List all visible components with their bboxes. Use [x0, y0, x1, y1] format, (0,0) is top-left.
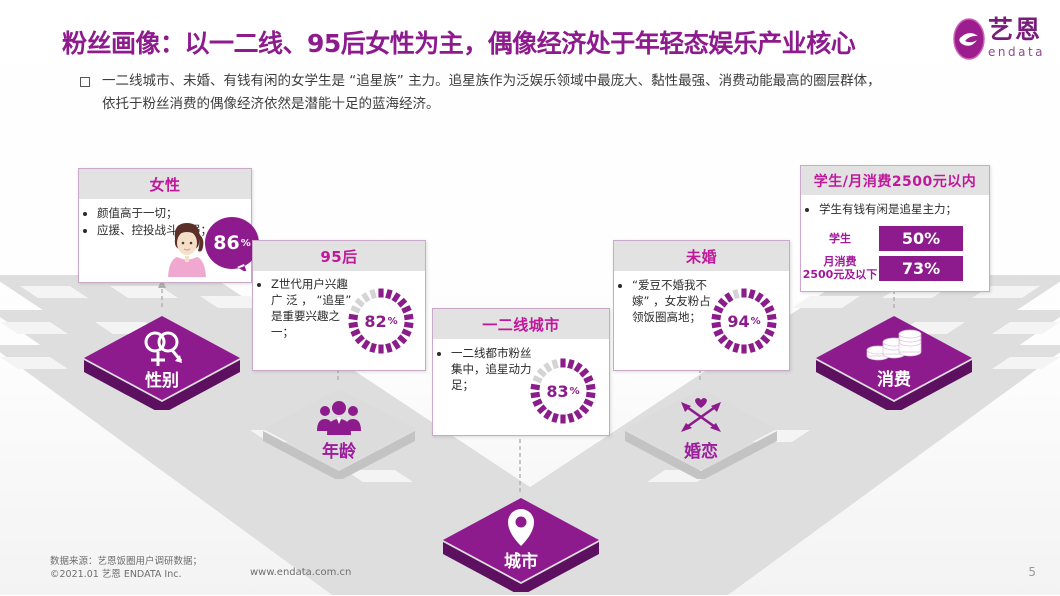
- page-number: 5: [1028, 565, 1036, 579]
- card-city: 一二线城市 一二线都市粉丝集中，追星动力足； 83%: [432, 308, 610, 436]
- card-city-bullets: 一二线都市粉丝集中，追星动力足；: [433, 339, 609, 398]
- card-post95-body: Z世代用户兴趣 广 泛 ， “追星” 是重要兴趣之一； 82%: [253, 271, 425, 370]
- female-avatar-icon: [168, 223, 206, 277]
- spend-row-monthly-label-line2: 2500元及以下: [802, 268, 878, 281]
- gender-symbols-icon: [144, 331, 183, 366]
- footer-source-line2: ©2021.01 艺恩 ENDATA Inc.: [50, 569, 182, 580]
- card-post95-bullets: Z世代用户兴趣 广 泛 ， “追星” 是重要兴趣之一；: [253, 271, 425, 345]
- footer-source-line1: 数据来源：艺恩饭圈用户调研数据；: [50, 556, 203, 567]
- list-item: “爱豆不婚我不嫁” ，女友粉占领饭圈高地；: [632, 277, 718, 325]
- map-pin-icon: [508, 509, 534, 546]
- single-donut-chart: 94%: [708, 285, 780, 357]
- spend-row-monthly-value: 73%: [879, 255, 963, 281]
- node-marriage[interactable]: 婚恋: [620, 383, 782, 481]
- card-single-title: 未婚: [614, 241, 789, 271]
- female-percent-badge: [204, 217, 259, 271]
- city-donut-chart: 83%: [527, 355, 599, 427]
- post95-metric-value: 82: [364, 311, 387, 331]
- card-post95-title: 95后: [253, 241, 425, 271]
- card-spend: 学生/月消费2500元以内 学生有钱有闲是追星主力； 学生 50% 月消费 25…: [800, 165, 990, 292]
- card-single-bullets: “爱豆不婚我不嫁” ，女友粉占领饭圈高地；: [614, 271, 789, 330]
- card-post95: 95后 Z世代用户兴趣 广 泛 ， “追星” 是重要兴趣之一； 82%: [252, 240, 426, 371]
- list-item: 学生有钱有闲是追星主力；: [819, 201, 981, 217]
- node-marriage-label: 婚恋: [684, 442, 718, 462]
- card-spend-title: 学生/月消费2500元以内: [801, 166, 989, 195]
- node-age-label: 年龄: [322, 442, 356, 462]
- post95-metric-unit: %: [387, 315, 398, 327]
- endata-logo-icon: [953, 18, 985, 60]
- people-group-icon: [317, 401, 361, 435]
- logo-text: 艺恩: [988, 15, 1043, 44]
- node-consume-label: 消费: [877, 370, 911, 390]
- brand-logo: 艺恩 endata: [952, 16, 1052, 68]
- cupid-arrows-icon: [681, 398, 721, 432]
- node-gender-label: 性别: [145, 371, 179, 391]
- card-city-body: 一二线都市粉丝集中，追星动力足； 83%: [433, 339, 609, 435]
- city-metric-unit: %: [569, 385, 580, 397]
- spend-row-monthly: 月消费 2500元及以下 73%: [801, 255, 989, 281]
- card-city-title: 一二线城市: [433, 309, 609, 339]
- female-percent-label: 86%: [203, 215, 261, 271]
- single-metric-value: 94: [727, 311, 750, 331]
- spend-row-student-label: 学生: [829, 232, 851, 245]
- spend-row-monthly-label-line1: 月消费: [823, 255, 857, 268]
- coin-stacks-icon: [866, 329, 922, 361]
- subtitle-text: 一二线城市、未婚、有钱有闲的女学生是 “追星族” 主力。追星族作为泛娱乐领域中最…: [102, 70, 881, 116]
- node-city-label: 城市: [504, 552, 538, 572]
- node-city[interactable]: 城市: [437, 492, 605, 596]
- post95-donut-segments: [348, 288, 414, 354]
- node-gender-plate: [84, 316, 240, 414]
- node-gender[interactable]: 性别: [78, 310, 246, 414]
- female-metric-value: 86: [213, 232, 240, 254]
- logo-subtext: endata: [988, 45, 1046, 59]
- city-metric-value: 83: [546, 381, 569, 401]
- subtitle-line-2: 依托于粉丝消费的偶像经济依然是潜能十足的蓝海经济。: [102, 96, 440, 112]
- list-item: Z世代用户兴趣 广 泛 ， “追星” 是重要兴趣之一；: [271, 276, 357, 340]
- spend-row-student: 学生 50%: [801, 226, 989, 251]
- spend-row-monthly-label: 月消费 2500元及以下: [801, 255, 879, 281]
- female-metric-unit: %: [240, 237, 251, 249]
- card-female: 女性 颜值高于一切； 应援、控投战斗力强； 86%: [78, 168, 259, 283]
- page-title: 粉丝画像：以一二线、95后女性为主，偶像经济处于年轻态娱乐产业核心: [62, 29, 856, 58]
- spend-row-student-value: 50%: [879, 226, 963, 251]
- post95-donut-chart: 82%: [345, 285, 417, 357]
- card-spend-bullets: 学生有钱有闲是追星主力；: [801, 195, 989, 222]
- card-single: 未婚 “爱豆不婚我不嫁” ，女友粉占领饭圈高地； 94%: [613, 240, 790, 371]
- card-female-body: 颜值高于一切； 应援、控投战斗力强； 86%: [79, 199, 259, 282]
- city-donut-segments: [530, 358, 596, 424]
- node-marriage-plate: [625, 389, 777, 481]
- node-consume[interactable]: 消费: [810, 310, 978, 414]
- card-single-body: “爱豆不婚我不嫁” ，女友粉占领饭圈高地； 94%: [614, 271, 789, 370]
- bullet-square-icon: [80, 77, 90, 87]
- card-spend-body: 学生有钱有闲是追星主力； 学生 50% 月消费 2500元及以下 73%: [801, 195, 989, 291]
- list-item: 一二线都市粉丝集中，追星动力足；: [451, 345, 537, 393]
- subtitle-block: 一二线城市、未婚、有钱有闲的女学生是 “追星族” 主力。追星族作为泛娱乐领域中最…: [80, 70, 1030, 116]
- footer-url[interactable]: www.endata.com.cn: [250, 567, 352, 578]
- footer-source: 数据来源：艺恩饭圈用户调研数据； ©2021.01 艺恩 ENDATA Inc.: [50, 555, 202, 581]
- node-age[interactable]: 年龄: [258, 383, 420, 481]
- list-item: 颜值高于一切；: [97, 205, 243, 221]
- subtitle-line-1: 一二线城市、未婚、有钱有闲的女学生是 “追星族” 主力。追星族作为泛娱乐领域中最…: [102, 73, 881, 89]
- single-donut-segments: [711, 288, 777, 354]
- card-female-title: 女性: [79, 169, 251, 199]
- single-metric-unit: %: [750, 315, 761, 327]
